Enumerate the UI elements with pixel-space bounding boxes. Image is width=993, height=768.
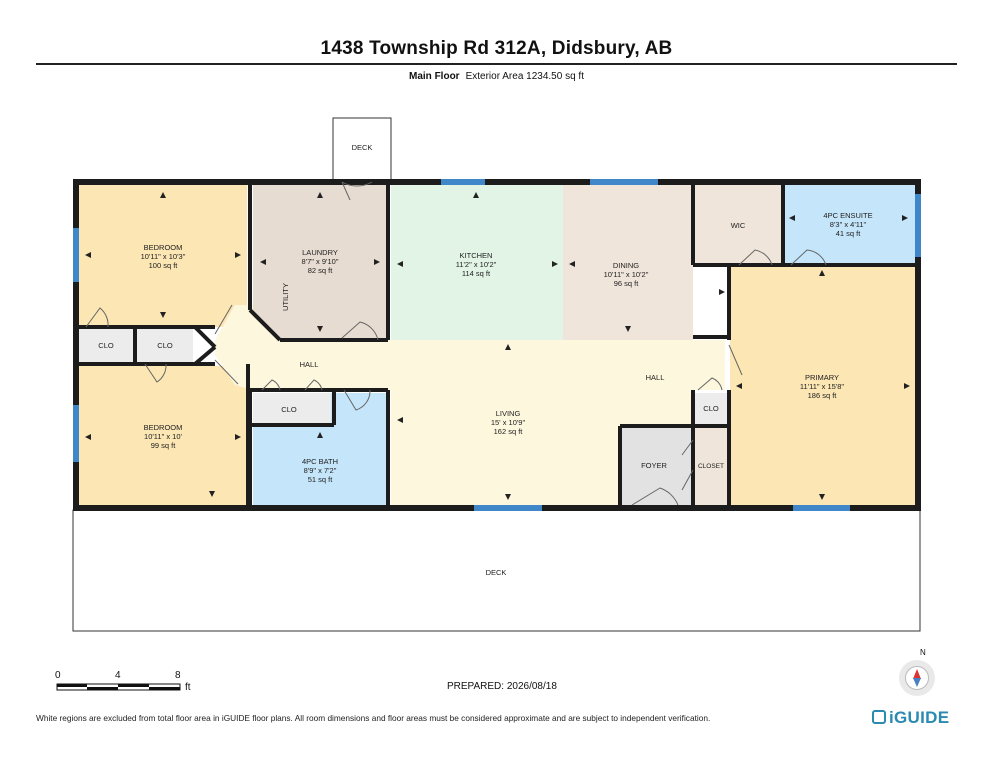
hall-right-label: HALL (646, 373, 665, 382)
laundry-area: 82 sq ft (308, 266, 334, 275)
deck-top-label: DECK (352, 143, 373, 152)
bedroom-1-dims: 10'11" x 10'3" (141, 252, 186, 261)
prepared-date: PREPARED: 2026/08/18 (447, 681, 557, 692)
page-title: 1438 Township Rd 312A, Didsbury, AB (320, 38, 673, 59)
doors (85, 181, 827, 506)
dining-area: 96 sq ft (614, 279, 640, 288)
compass-needle-north (913, 669, 921, 679)
living-area: 162 sq ft (494, 427, 524, 436)
bedroom-1-room (79, 185, 247, 327)
wic-room (693, 185, 783, 265)
clo-1-label: CLO (98, 341, 114, 350)
kitchen-room (391, 185, 563, 340)
laundry-room (253, 185, 387, 340)
ensuite-dims: 8'3" x 4'11" (830, 220, 867, 229)
clo-2-label: CLO (157, 341, 173, 350)
brand-logo: iGUIDE (872, 708, 949, 728)
kitchen-name: KITCHEN (460, 251, 493, 260)
primary-room (730, 265, 915, 505)
dining-dims: 10'11" x 10'2" (604, 270, 649, 279)
bedroom-1-name: BEDROOM (144, 243, 183, 252)
deck-bottom-area (72, 509, 921, 632)
bedroom-2-room (79, 366, 247, 505)
kitchen-dims: 11'2" x 10'2" (456, 260, 497, 269)
hall-left-label: HALL (300, 360, 319, 369)
windows (73, 179, 921, 511)
brand-name: iGUIDE (889, 708, 950, 727)
clo-2-room (137, 327, 193, 364)
utility-label: UTILITY (281, 283, 290, 311)
compass-north-label: N (920, 648, 926, 657)
living-dims: 15' x 10'9" (491, 418, 526, 427)
primary-area: 186 sq ft (808, 391, 838, 400)
bath-area: 51 sq ft (308, 475, 334, 484)
floor-subtitle: Main Floor Exterior Area 1234.50 sq ft (0, 71, 993, 82)
hall-living-area (215, 305, 725, 505)
clo-1-room (79, 327, 133, 364)
living-name: LIVING (496, 409, 521, 418)
closet-label: CLOSET (698, 463, 724, 470)
title-divider (36, 63, 957, 65)
scale-tick-4: 4 (115, 670, 121, 681)
dimension-arrows (85, 192, 910, 500)
disclaimer-text: White regions are excluded from total fl… (36, 713, 711, 723)
clo-4-label: CLO (703, 404, 719, 413)
foyer-room (621, 426, 691, 505)
bedroom-2-dims: 10'11" x 10' (144, 432, 182, 441)
laundry-dims: 8'7" x 9'10" (302, 257, 339, 266)
ensuite-name: 4PC ENSUITE (823, 211, 872, 220)
foyer-label: FOYER (641, 461, 667, 470)
laundry-name: LAUNDRY (302, 248, 338, 257)
clo-4-room (695, 393, 727, 425)
kitchen-area: 114 sq ft (462, 269, 491, 278)
bedroom-2-name: BEDROOM (144, 423, 183, 432)
scale-tick-8: 8 (175, 670, 181, 681)
scale-unit: ft (185, 682, 191, 693)
wic-label: WIC (731, 221, 746, 230)
compass-needle-south (913, 678, 921, 687)
bath-dims: 8'9" x 7'2" (304, 466, 337, 475)
exterior-area: Exterior Area 1234.50 sq ft (465, 71, 584, 82)
clo-3-label: CLO (281, 405, 297, 414)
bedroom-2-area: 99 sq ft (151, 441, 177, 450)
compass-icon: N (899, 648, 935, 696)
interior-walls (79, 185, 915, 505)
dining-name: DINING (613, 261, 639, 270)
brand-icon (872, 710, 886, 724)
dining-room (563, 185, 693, 340)
bath-name: 4PC BATH (302, 457, 338, 466)
bedroom-1-area: 100 sq ft (149, 261, 179, 270)
scale-tick-0: 0 (55, 670, 61, 681)
primary-dims: 11'11" x 15'8" (800, 382, 845, 391)
floor-label: Main Floor (409, 71, 460, 82)
primary-name: PRIMARY (805, 373, 839, 382)
closet-room (695, 426, 728, 505)
deck-bottom-label: DECK (486, 568, 507, 577)
scale-bar (56, 683, 181, 691)
clo-3-room (253, 393, 331, 423)
ensuite-area: 41 sq ft (836, 229, 862, 238)
deck-top-area (332, 117, 392, 181)
